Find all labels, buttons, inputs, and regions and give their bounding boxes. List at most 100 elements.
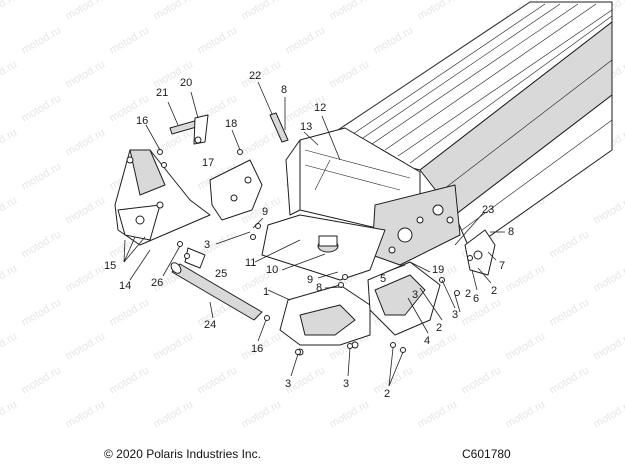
tube-24: [170, 262, 263, 321]
watermark-text: motod.ru: [20, 296, 64, 328]
callout-23: 23: [482, 204, 494, 216]
watermark-text: motod.ru: [284, 24, 328, 56]
callout-8: 8: [281, 84, 287, 96]
callout-3: 3: [204, 239, 210, 251]
watermark-text: motod.ru: [328, 0, 372, 23]
watermark-text: motod.ru: [0, 262, 19, 294]
callout-4: 4: [424, 335, 430, 347]
watermark-text: motod.ru: [328, 58, 372, 90]
callout-24: 24: [204, 319, 216, 331]
watermark-text: motod.ru: [504, 330, 548, 362]
watermark-text: motod.ru: [240, 398, 284, 430]
watermark-text: motod.ru: [152, 398, 196, 430]
diagram-part-code: C601780: [462, 447, 511, 461]
watermark-text: motod.ru: [0, 398, 19, 430]
callout-9: 9: [307, 274, 313, 286]
callout-6: 6: [473, 293, 479, 305]
watermark-text: motod.ru: [416, 330, 460, 362]
callout-16: 16: [136, 115, 148, 127]
callout-25: 25: [215, 268, 227, 280]
callout-18: 18: [225, 118, 237, 130]
watermark-text: motod.ru: [240, 126, 284, 158]
watermark-text: motod.ru: [20, 160, 64, 192]
callout-10: 10: [266, 264, 278, 276]
callout-11: 11: [245, 257, 256, 269]
watermark-text: motod.ru: [372, 24, 416, 56]
watermark-text: motod.ru: [504, 398, 548, 430]
watermark-text: motod.ru: [592, 330, 625, 362]
callout-21: 21: [156, 87, 168, 99]
copyright-notice: © 2020 Polaris Industries Inc.: [104, 447, 261, 461]
callout-8: 8: [316, 282, 322, 294]
callout-3: 3: [343, 378, 349, 390]
callout-2: 2: [384, 388, 390, 400]
leader-lines: [123, 81, 505, 387]
callout-26: 26: [151, 277, 163, 289]
callout-20: 20: [180, 77, 192, 89]
watermark-text: motod.ru: [592, 398, 625, 430]
watermark-text: motod.ru: [108, 296, 152, 328]
watermark-text: motod.ru: [460, 364, 504, 396]
callout-3: 3: [285, 378, 291, 390]
watermark-text: motod.ru: [592, 194, 625, 226]
watermark-text: motod.ru: [0, 126, 19, 158]
callout-5: 5: [380, 273, 386, 285]
callout-12: 12: [314, 102, 326, 114]
watermark-text: motod.ru: [548, 296, 592, 328]
watermark-text: motod.ru: [548, 228, 592, 260]
bracket-17: [209, 159, 263, 221]
watermark-text: motod.ru: [504, 262, 548, 294]
watermark-text: motod.ru: [20, 24, 64, 56]
chassis-tunnel: [261, 1, 613, 281]
callout-19: 19: [432, 264, 444, 276]
watermark-text: motod.ru: [20, 92, 64, 124]
bar-22: [269, 112, 289, 143]
watermark-text: motod.ru: [64, 58, 108, 90]
hardware-fasteners: [157, 149, 473, 355]
callout-3: 3: [452, 309, 458, 321]
watermark-text: motod.ru: [108, 24, 152, 56]
callout-3: 3: [412, 289, 418, 301]
watermark-text: motod.ru: [196, 364, 240, 396]
watermark-text: motod.ru: [372, 364, 416, 396]
watermark-text: motod.ru: [0, 0, 19, 23]
watermark-text: motod.ru: [592, 262, 625, 294]
watermark-text: motod.ru: [196, 24, 240, 56]
watermark-text: motod.ru: [416, 398, 460, 430]
watermark-text: motod.ru: [240, 58, 284, 90]
lower-crossmember: [279, 284, 371, 356]
watermark-text: motod.ru: [64, 0, 108, 23]
callout-7: 7: [499, 260, 505, 272]
watermark-text: motod.ru: [328, 398, 372, 430]
watermark-text: motod.ru: [64, 194, 108, 226]
watermark-text: motod.ru: [20, 228, 64, 260]
callout-9: 9: [262, 206, 268, 218]
watermark-text: motod.ru: [460, 296, 504, 328]
callout-14: 14: [119, 280, 131, 292]
bracket-6-7: [464, 229, 496, 276]
watermark-text: motod.ru: [108, 364, 152, 396]
watermark-text: motod.ru: [240, 0, 284, 23]
watermark-text: motod.ru: [64, 330, 108, 362]
watermark-text: motod.ru: [64, 262, 108, 294]
callout-2: 2: [465, 288, 471, 300]
watermark-text: motod.ru: [64, 398, 108, 430]
watermark-text: motod.ru: [0, 330, 19, 362]
left-bracket-assembly: [114, 149, 211, 246]
watermark-text: motod.ru: [0, 194, 19, 226]
callout-2: 2: [436, 322, 442, 334]
callout-1: 1: [263, 286, 269, 298]
watermark-text: motod.ru: [152, 330, 196, 362]
watermark-text: motod.ru: [416, 0, 460, 23]
watermark-text: motod.ru: [0, 58, 19, 90]
callout-17: 17: [202, 157, 214, 169]
callout-2: 2: [491, 285, 497, 297]
watermark-text: motod.ru: [548, 364, 592, 396]
callout-13: 13: [300, 121, 312, 133]
watermark-text: motod.ru: [64, 126, 108, 158]
linkage-20-21: [169, 114, 209, 145]
callout-22: 22: [249, 70, 261, 82]
callout-16: 16: [251, 343, 263, 355]
